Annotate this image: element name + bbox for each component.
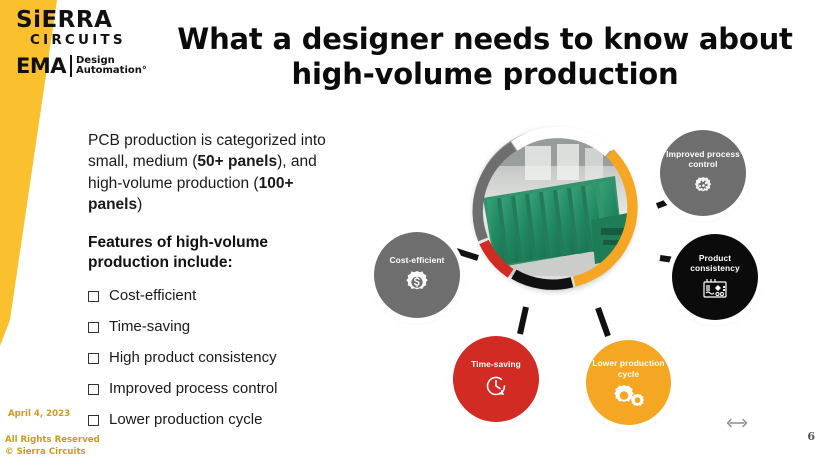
features-bullet-list: Cost-efficient Time-saving High product … [88, 287, 350, 429]
intro-bold-1: 50+ panels [197, 153, 278, 171]
node-label: Lower production cycle [592, 358, 665, 379]
intro-bold-2: 100+ panels [88, 174, 294, 214]
segmented-progress-ring [472, 126, 638, 290]
slide-title: What a designer needs to know about high… [150, 22, 820, 93]
ema-wordmark: EMA [16, 53, 67, 78]
page-number: 6 [807, 430, 815, 443]
checkbox-icon [88, 353, 99, 365]
circuit-board-icon [703, 279, 727, 298]
sierra-wordmark: SiERRA [16, 7, 113, 33]
title-line-2: high-volume production [291, 57, 679, 92]
gear-dots-icon [694, 177, 712, 192]
node-time-saving[interactable]: Time-saving [453, 336, 539, 422]
horizontal-resize-cursor-icon [726, 418, 748, 428]
rights-line-1: All Rights Reserved [5, 435, 100, 445]
node-cost-efficient[interactable]: Cost-efficient [374, 232, 460, 318]
hub-and-spoke-diagram: Improved process control Product con [360, 110, 780, 430]
sierra-subtitle: CIRCUITS [30, 32, 126, 48]
stopwatch-icon [486, 376, 506, 396]
list-item: High product consistency [88, 349, 350, 367]
spoke-cost-efficient [455, 248, 479, 261]
slide-date: April 4, 2023 [8, 409, 71, 419]
spoke-time-saving [517, 306, 529, 335]
bullet-label: Time-saving [109, 318, 191, 336]
checkbox-icon [88, 291, 99, 303]
intro-paragraph: PCB production is categorized into small… [88, 130, 350, 216]
spoke-lower-production-cycle [595, 306, 611, 338]
node-label: Improved process control [666, 148, 740, 169]
bullet-label: Lower production cycle [109, 411, 263, 429]
node-improved-process-control[interactable]: Improved process control [660, 130, 746, 216]
ema-design-automation-logo: EMA Design Automation° [16, 54, 147, 78]
ema-subtitle-line1: Design [76, 54, 115, 66]
checkbox-icon [88, 384, 99, 396]
intro-part-3: ) [137, 196, 143, 214]
ring-segment-gap [511, 126, 613, 157]
bullet-label: Cost-efficient [109, 287, 197, 305]
node-product-consistency[interactable]: Product consistency [672, 234, 758, 320]
list-item: Time-saving [88, 318, 350, 336]
ema-subtitle-line2: Automation° [76, 65, 147, 76]
copyright-notice: All Rights Reserved © Sierra Circuits [5, 435, 100, 458]
list-item: Lower production cycle [88, 411, 350, 429]
ring-segment-amber [573, 149, 638, 287]
ring-segment-black [511, 269, 574, 290]
node-label: Time-saving [471, 358, 521, 369]
sierra-circuits-logo: SiERRA CIRCUITS [16, 9, 156, 48]
ring-segment-gray [472, 142, 517, 242]
node-lower-production-cycle[interactable]: Lower production cycle [586, 340, 671, 425]
ring-segment-red [479, 239, 514, 278]
node-label: Product consistency [690, 252, 740, 273]
checkbox-icon [88, 322, 99, 334]
gear-dollar-icon [406, 271, 428, 290]
list-item: Improved process control [88, 380, 350, 398]
intro-part-2: ), and high-volume production ( [88, 153, 317, 192]
list-item: Cost-efficient [88, 287, 350, 305]
body-text-column: PCB production is categorized into small… [88, 130, 350, 442]
ema-divider [70, 55, 72, 77]
intro-part-1: PCB production is categorized into small… [88, 132, 326, 171]
node-label: Cost-efficient [389, 254, 445, 265]
title-line-1: What a designer needs to know about [177, 22, 793, 56]
checkbox-icon [88, 415, 99, 427]
bullet-label: Improved process control [109, 380, 278, 398]
bullet-label: High product consistency [109, 349, 277, 367]
features-heading: Features of high-volume production inclu… [88, 233, 268, 271]
rights-line-2: © Sierra Circuits [5, 446, 86, 457]
double-gear-icon [613, 384, 644, 406]
